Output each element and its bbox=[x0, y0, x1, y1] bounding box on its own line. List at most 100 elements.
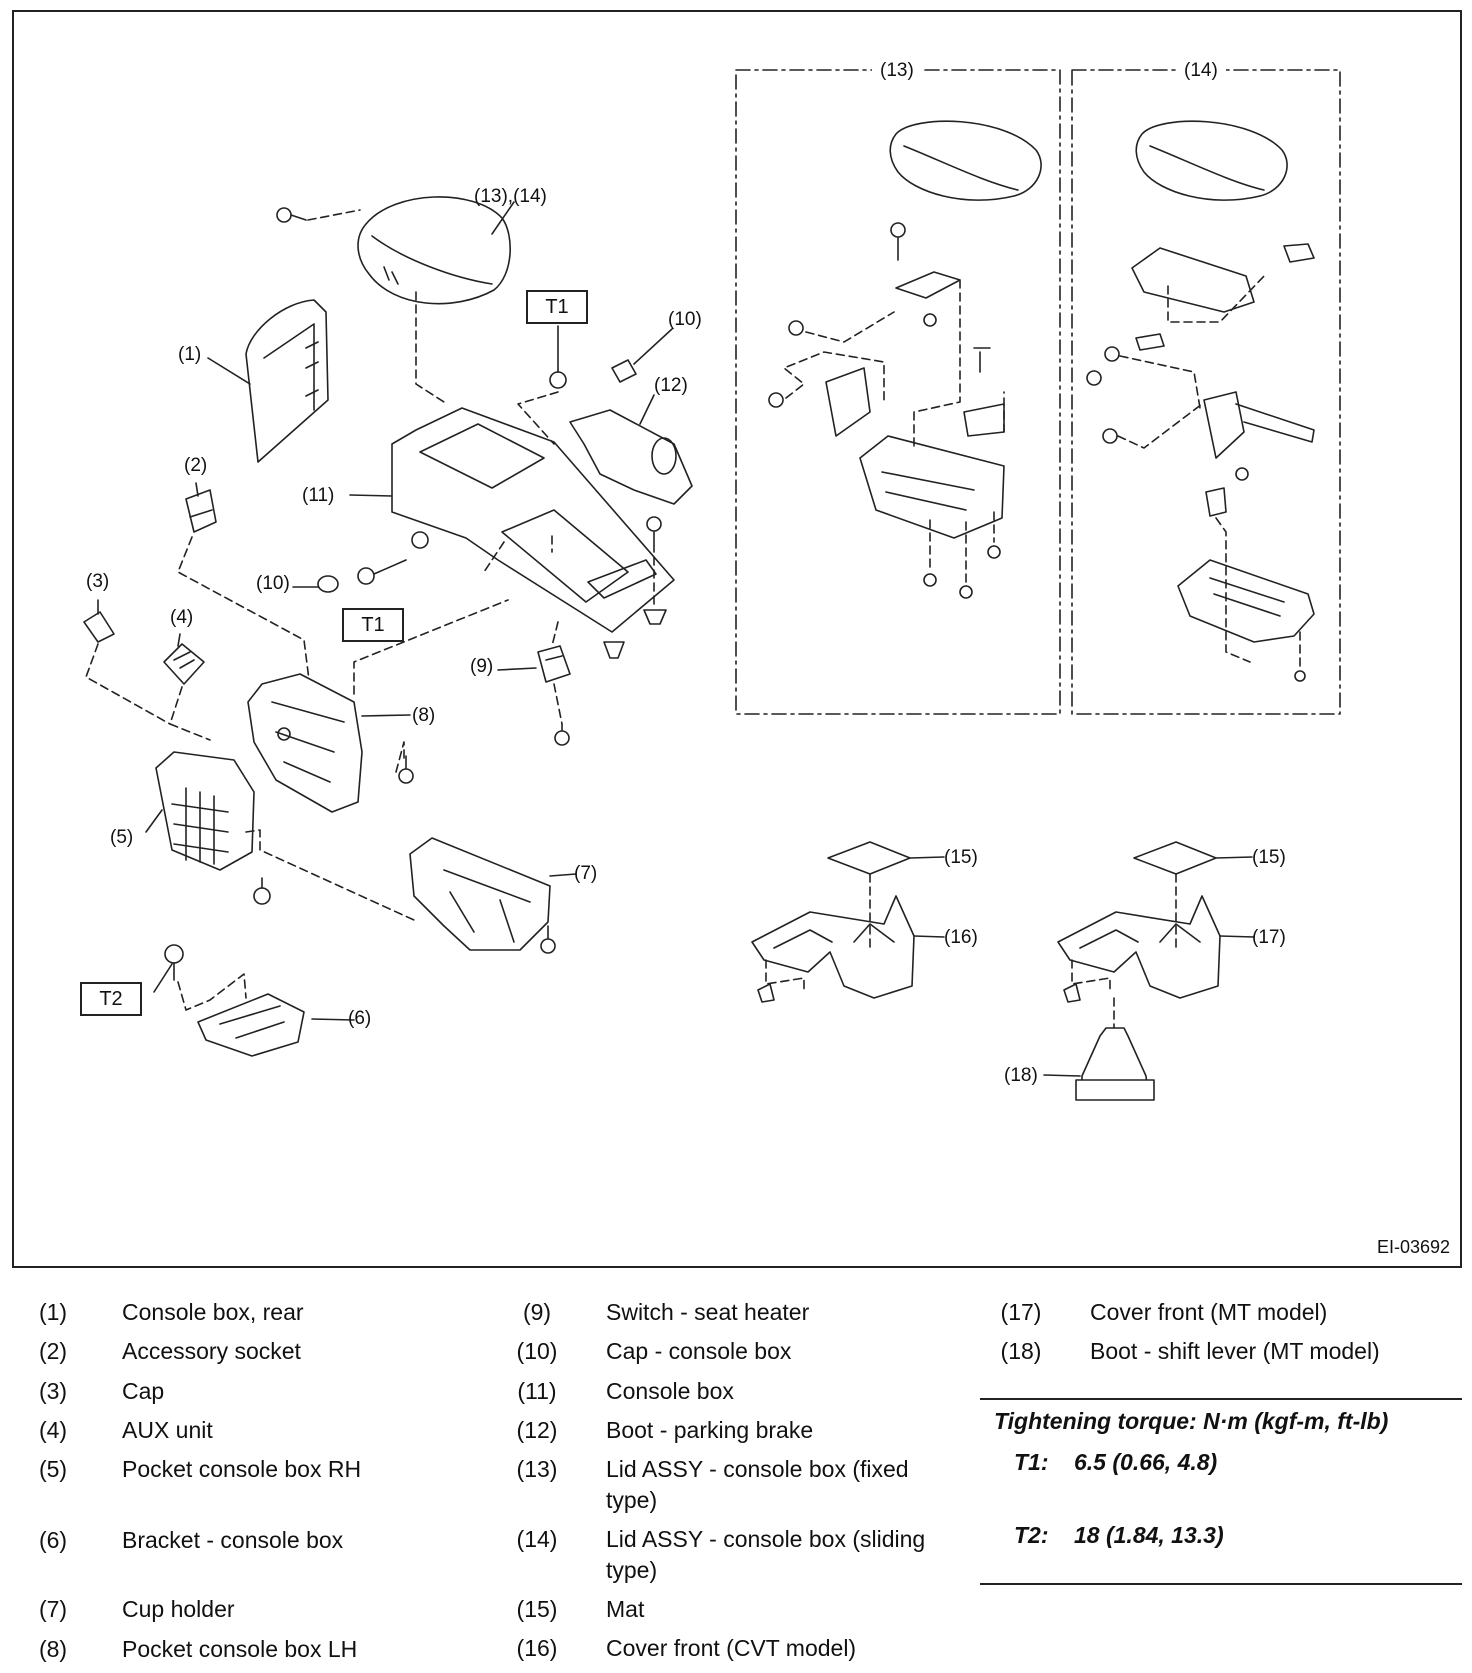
callout-2: (2) bbox=[184, 455, 208, 476]
cap-console-lower bbox=[317, 575, 339, 593]
legend-text: Boot - shift lever (MT model) bbox=[1090, 1338, 1380, 1365]
legend-column-2: (9)Switch - seat heater (10)Cap - consol… bbox=[508, 1297, 958, 1673]
legend-number: (18) bbox=[1000, 1338, 1042, 1365]
legend-item: (12)Boot - parking brake bbox=[508, 1415, 958, 1445]
legend-number: (4) bbox=[38, 1417, 68, 1444]
legend-number: (16) bbox=[516, 1635, 558, 1662]
legend-text: Lid ASSY - console box (sliding type) bbox=[606, 1526, 926, 1583]
console-lid-part bbox=[357, 196, 511, 305]
sliding-lid-detail-parts bbox=[1086, 120, 1315, 682]
lh-screw bbox=[398, 755, 414, 784]
legend-item: (3) Cap bbox=[24, 1376, 464, 1406]
callout-12: (12) bbox=[654, 375, 688, 396]
cup-holder-screw bbox=[540, 925, 556, 954]
lid-sliding-detail-box bbox=[1071, 69, 1341, 715]
callout-5: (5) bbox=[110, 827, 134, 848]
cup-holder-part bbox=[409, 837, 551, 951]
console-box-rear-part bbox=[245, 299, 329, 463]
exploded-view-drawing bbox=[83, 69, 1341, 1101]
switch-seat-heater-part bbox=[537, 645, 571, 683]
rh-leader-dashed bbox=[245, 829, 415, 921]
callout-7: (7) bbox=[574, 863, 598, 884]
legend-number: (2) bbox=[38, 1338, 68, 1365]
legend-item: (15)Mat bbox=[508, 1594, 958, 1624]
legend-text: Console box, rear bbox=[122, 1299, 304, 1325]
switch-screw bbox=[554, 723, 570, 746]
legend-text: Cap bbox=[122, 1377, 165, 1404]
legend-text: Cover front (MT model) bbox=[1090, 1299, 1328, 1325]
mt-dashed bbox=[1071, 873, 1177, 1029]
legend-item: (13) Lid ASSY - console box (fixed type) bbox=[508, 1454, 958, 1515]
legend-number: (14) bbox=[516, 1526, 558, 1553]
t2-bolt bbox=[164, 944, 184, 981]
legend-text: Accessory socket bbox=[122, 1338, 301, 1365]
legend-item: (1)Console box, rear bbox=[24, 1297, 464, 1327]
legend-number: (8) bbox=[38, 1635, 68, 1662]
switch-dashed bbox=[551, 621, 563, 725]
torque-item-t1: T1: 6.5 (0.66, 4.8) bbox=[980, 1439, 1462, 1512]
callout-11: (11) bbox=[302, 485, 335, 506]
legend-text: Cup holder bbox=[122, 1596, 235, 1623]
callout-15-mt: (15) bbox=[1252, 847, 1286, 868]
cap-leader-dashed bbox=[85, 643, 171, 725]
torque-tag-t2: T2 bbox=[80, 982, 142, 1016]
callout-10-upper: (10) bbox=[668, 309, 702, 330]
callout-3: (3) bbox=[86, 571, 110, 592]
callout-6: (6) bbox=[348, 1008, 372, 1029]
t1-upper-dashed bbox=[517, 391, 559, 445]
legend-number: (9) bbox=[522, 1299, 552, 1325]
legend-item: (14) Lid ASSY - console box (sliding type… bbox=[508, 1524, 958, 1585]
boot-parking-brake-part bbox=[569, 409, 693, 505]
callout-18: (18) bbox=[1004, 1065, 1038, 1086]
torque-top-rule bbox=[980, 1398, 1462, 1400]
callout-16: (16) bbox=[944, 927, 978, 948]
legend-item: (16) Cover front (CVT model) bbox=[508, 1633, 958, 1663]
console-box-part bbox=[391, 407, 675, 633]
legend-item: (2) Accessory socket bbox=[24, 1336, 464, 1366]
legend-text: Cover front (CVT model) bbox=[606, 1635, 857, 1662]
legend-item: (6)Bracket - console box bbox=[24, 1525, 464, 1555]
torque-bottom-rule bbox=[980, 1583, 1462, 1585]
legend-number: (13) bbox=[516, 1456, 558, 1483]
legend-text: AUX unit bbox=[122, 1417, 213, 1444]
callout-1: (1) bbox=[178, 344, 202, 365]
legend-item: (18) Boot - shift lever (MT model) bbox=[992, 1336, 1462, 1366]
callout-9: (9) bbox=[470, 656, 494, 677]
aux-unit-part bbox=[163, 643, 205, 685]
legend-text: Console box bbox=[606, 1377, 734, 1404]
callout-10-lower: (10) bbox=[256, 573, 290, 594]
legend-text: Cap - console box bbox=[606, 1338, 792, 1365]
rh-screw bbox=[253, 877, 271, 905]
fixed-lid-detail-parts bbox=[768, 120, 1042, 599]
torque-value: 18 (1.84, 13.3) bbox=[1074, 1522, 1224, 1548]
lid-drop-line bbox=[415, 291, 445, 403]
legend-item: (4) AUX unit bbox=[24, 1415, 464, 1445]
fixed-lid-box-label: (13) bbox=[872, 61, 922, 80]
lid-screw bbox=[276, 207, 307, 223]
console-t1-bolt-upper bbox=[549, 325, 567, 389]
legend-text: Pocket console box LH bbox=[122, 1635, 358, 1662]
legend-text: Lid ASSY - console box (fixed type) bbox=[606, 1456, 909, 1513]
torque-value: 6.5 (0.66, 4.8) bbox=[1074, 1449, 1218, 1475]
legend-item: (9) Switch - seat heater bbox=[508, 1297, 958, 1327]
legend-text: Switch - seat heater bbox=[606, 1299, 810, 1325]
bracket-part bbox=[197, 993, 305, 1057]
torque-tag-t1-lower: T1 bbox=[342, 608, 404, 642]
aux-leader-dashed bbox=[169, 686, 211, 741]
legend-number: (15) bbox=[516, 1595, 558, 1622]
legend-column-1: (1)Console box, rear (2) Accessory socket… bbox=[24, 1297, 464, 1673]
legend-number: (3) bbox=[38, 1377, 68, 1404]
cvt-mat-and-cover bbox=[751, 841, 915, 1003]
console-box-dashed-front bbox=[483, 535, 553, 573]
legend-item: (7)Cup holder bbox=[24, 1594, 464, 1624]
fixed-lid-dashed-lines bbox=[783, 279, 1005, 585]
cap-part bbox=[83, 611, 115, 643]
callout-17: (17) bbox=[1252, 927, 1286, 948]
legend-number: (17) bbox=[1000, 1299, 1042, 1325]
mt-mat-and-cover bbox=[1057, 841, 1221, 1101]
bracket-leader-dashed bbox=[177, 973, 247, 1011]
callout-leaders bbox=[97, 201, 1255, 1077]
console-t1-bolt-lower bbox=[357, 559, 407, 585]
brake-clip bbox=[643, 609, 667, 625]
legend-number: (11) bbox=[517, 1377, 557, 1404]
